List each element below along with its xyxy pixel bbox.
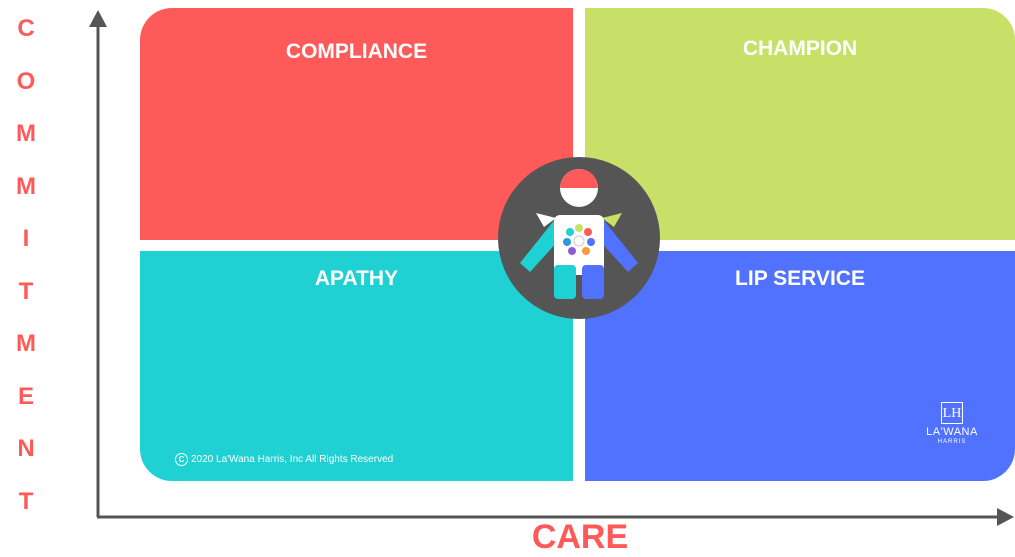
horizontal-axis-arrow bbox=[997, 508, 1014, 526]
axis-letter: N bbox=[17, 435, 35, 462]
axis-letter: T bbox=[18, 277, 34, 305]
copyright-icon: C bbox=[175, 453, 188, 466]
quadrant-label-lip-service: LIP SERVICE bbox=[735, 267, 865, 290]
brand-logo: LH LA'WANA HARRIS bbox=[915, 402, 989, 446]
axis-letter: M bbox=[16, 330, 36, 357]
vertical-axis-arrow bbox=[89, 10, 107, 27]
logo-mark-icon: LH bbox=[941, 402, 963, 424]
quadrant-label-apathy: APATHY bbox=[314, 267, 399, 290]
axis-letter: E bbox=[17, 382, 34, 410]
person-icon bbox=[498, 157, 660, 319]
vertical-axis-title: C O M M I T M E N T bbox=[8, 14, 44, 539]
axis-letter: I bbox=[22, 225, 30, 252]
copyright-notice: C 2020 La'Wana Harris, Inc All Rights Re… bbox=[175, 453, 393, 466]
chest-emblem-icon bbox=[563, 224, 595, 255]
quadrant-label-champion: CHAMPION bbox=[742, 37, 858, 60]
axis-letter: O bbox=[16, 67, 36, 95]
quadrant-compliance: COMPLIANCE bbox=[140, 8, 573, 240]
logo-name: LA'WANA bbox=[926, 426, 978, 438]
person-left-arm-icon bbox=[520, 218, 560, 272]
horizontal-axis-title: CARE bbox=[531, 518, 629, 556]
quadrant-champion: CHAMPION bbox=[585, 8, 1015, 240]
axis-letter: C bbox=[17, 15, 35, 42]
copyright-text: 2020 La'Wana Harris, Inc All Rights Rese… bbox=[191, 454, 394, 465]
axis-letter: T bbox=[18, 487, 34, 515]
axis-letter: M bbox=[16, 172, 36, 200]
quadrant-lip-service: LIP SERVICE bbox=[585, 251, 1015, 481]
logo-subtitle: HARRIS bbox=[937, 439, 967, 445]
quadrant-apathy: APATHY bbox=[140, 251, 573, 481]
person-right-arm-icon bbox=[598, 218, 638, 272]
quadrant-label-compliance: COMPLIANCE bbox=[285, 40, 428, 63]
axis-letter: M bbox=[16, 120, 36, 147]
